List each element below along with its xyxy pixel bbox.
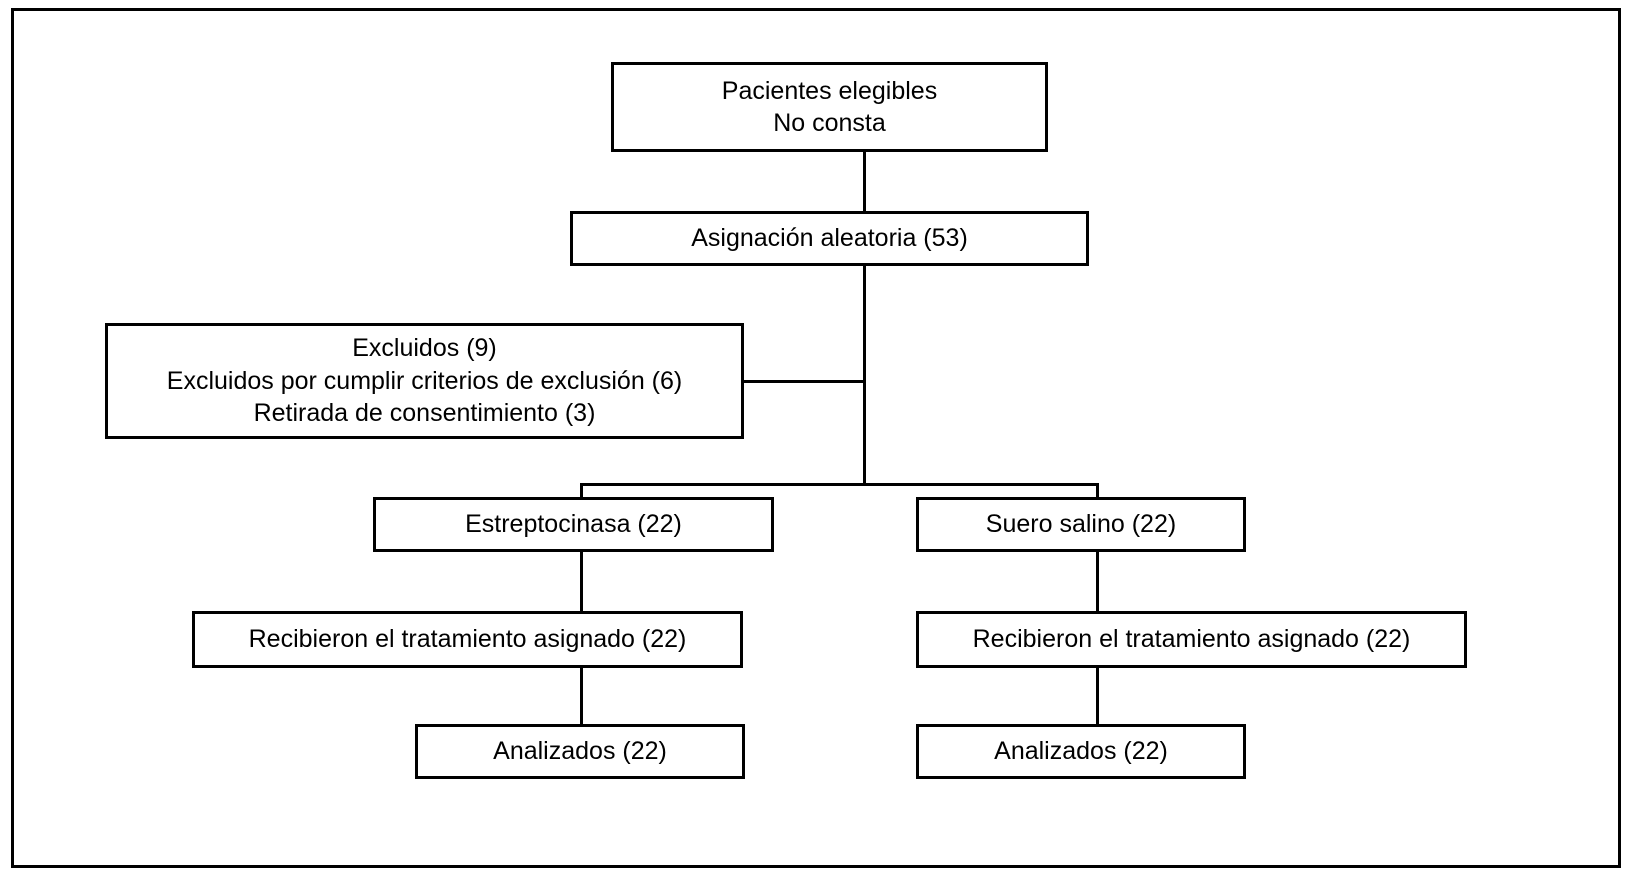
node-excluded-line-3: Retirada de consentimiento (3) [253, 399, 596, 428]
node-eligible-line-2: No consta [773, 109, 886, 137]
connector-right-received-to-analyzed [1096, 668, 1099, 754]
node-analyzed-streptokinase-line-1: Analizados (22) [493, 737, 667, 766]
connector-left-allocation-to-received [580, 552, 583, 634]
connector-left-received-to-analyzed [580, 668, 583, 754]
node-randomization-line-1: Asignación aleatoria (53) [691, 224, 968, 253]
node-allocation-streptokinase[interactable]: Estreptocinasa (22) [373, 497, 774, 552]
node-eligible-line-1: Pacientes elegibles [721, 76, 938, 105]
node-excluded[interactable]: Excluidos (9) Excluidos por cumplir crit… [105, 323, 744, 439]
node-analyzed-saline[interactable]: Analizados (22) [916, 724, 1246, 779]
connector-excluded-to-spine [742, 380, 866, 383]
node-allocation-saline-line-1: Suero salino (22) [985, 510, 1177, 539]
node-received-streptokinase[interactable]: Recibieron el tratamiento asignado (22) [192, 611, 743, 668]
connector-eligible-to-randomized [863, 151, 866, 211]
node-received-saline-line-1: Recibieron el tratamiento asignado (22) [972, 625, 1411, 654]
node-received-streptokinase-line-1: Recibieron el tratamiento asignado (22) [248, 625, 687, 654]
node-excluded-line-2: Excluidos por cumplir criterios de exclu… [166, 366, 683, 395]
connector-allocation-fork-bar [580, 483, 1099, 486]
node-received-saline[interactable]: Recibieron el tratamiento asignado (22) [916, 611, 1467, 668]
node-eligible-patients[interactable]: Pacientes elegibles No consta [611, 62, 1048, 152]
connector-right-allocation-to-received [1096, 552, 1099, 634]
node-randomization[interactable]: Asignación aleatoria (53) [570, 211, 1089, 266]
node-analyzed-streptokinase[interactable]: Analizados (22) [415, 724, 745, 779]
node-excluded-line-1: Excluidos (9) [352, 334, 497, 363]
connector-randomized-spine [863, 265, 866, 485]
node-allocation-streptokinase-line-1: Estreptocinasa (22) [465, 510, 682, 539]
node-analyzed-saline-line-1: Analizados (22) [994, 737, 1168, 766]
node-allocation-saline[interactable]: Suero salino (22) [916, 497, 1246, 552]
